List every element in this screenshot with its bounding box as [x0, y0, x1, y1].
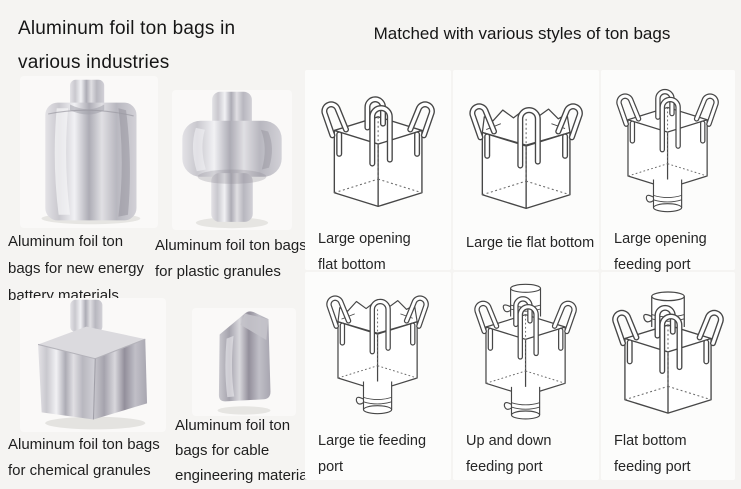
product-caption-chemical-granules: Aluminum foil ton bags for chemical gran…	[8, 436, 160, 479]
left-title-line2: various industries	[18, 52, 170, 73]
ton-bag-line-drawing	[305, 74, 451, 220]
ton-bag-line-drawing	[305, 276, 451, 422]
bag-style-label: Large opening feeding port	[614, 231, 707, 273]
bag-style-label: Flat bottom feeding port	[614, 433, 691, 475]
ton-bag-line-drawing	[601, 74, 735, 220]
left-section-title: Aluminum foil ton bags in various indust…	[18, 12, 318, 80]
bag-style-card-large-tie-flat-bottom: Large tie flat bottom	[453, 70, 599, 270]
foil-gusset-bag-photo	[192, 308, 296, 416]
bag-style-label: Large opening flat bottom	[318, 231, 411, 273]
bag-style-label: Large tie feeding port	[318, 433, 427, 475]
product-caption-cable-engineering: Aluminum foil ton bags for cable enginee…	[175, 417, 319, 484]
foil-cube-bag-photo	[20, 298, 166, 432]
bag-style-label: Large tie flat bottom	[466, 235, 595, 251]
bag-style-card-large-opening-feeding-port: Large opening feeding port	[601, 70, 735, 273]
bag-style-card-large-opening-flat-bottom: Large opening flat bottom	[305, 70, 451, 273]
bag-style-grid: Large opening flat bottom Large tie flat…	[305, 70, 741, 480]
foil-pillow-bag-photo	[20, 76, 158, 228]
left-title-line1: Aluminum foil ton bags in	[18, 18, 236, 39]
foil-baffle-bag-photo	[172, 90, 292, 230]
bag-style-card-up-down-feeding-port: Up and down feeding port	[453, 272, 599, 480]
product-caption-plastic-granules: Aluminum foil ton bags for plastic granu…	[155, 237, 307, 280]
bag-style-card-large-tie-feeding-port: Large tie feeding port	[305, 272, 451, 480]
bag-style-card-flat-bottom-feeding-port: Flat bottom feeding port	[601, 272, 735, 480]
bag-style-label: Up and down feeding port	[466, 433, 552, 475]
ton-bag-line-drawing	[453, 276, 599, 422]
product-caption-new-energy: Aluminum foil ton bags for new energy ba…	[8, 233, 144, 304]
ton-bag-line-drawing	[453, 74, 599, 224]
right-section-title: Matched with various styles of ton bags	[373, 24, 671, 43]
ton-bag-line-drawing	[601, 276, 735, 422]
